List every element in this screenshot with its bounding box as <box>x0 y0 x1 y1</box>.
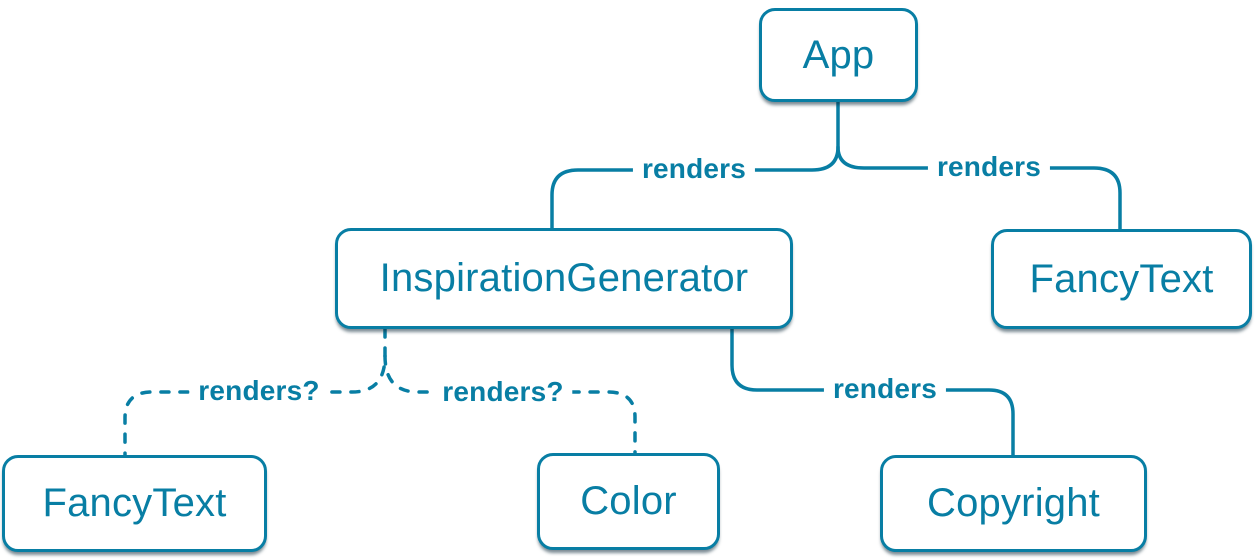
node-color-label: Color <box>580 479 677 523</box>
node-app: App <box>759 8 918 102</box>
node-color: Color <box>537 453 720 550</box>
edge-inspirationgenerator-to-color-dashed <box>383 354 637 455</box>
node-fancy-text-top: FancyText <box>991 229 1252 329</box>
edge-label-renders-fancytext: renders <box>927 149 1051 185</box>
node-fancy-text-top-label: FancyText <box>1029 256 1214 301</box>
edge-inspirationgenerator-to-fancytext-dashed <box>123 327 387 457</box>
node-fancy-text-bottom: FancyText <box>2 455 267 552</box>
edge-app-to-fancytext <box>836 145 1122 231</box>
edge-label-renders-conditional-color: renders? <box>433 374 573 410</box>
node-inspiration-generator-label: InspirationGenerator <box>379 256 749 300</box>
node-copyright-label: Copyright <box>927 481 1100 525</box>
node-app-label: App <box>802 32 875 77</box>
node-fancy-text-bottom-label: FancyText <box>42 481 227 525</box>
edge-label-renders-inspirationgenerator: renders <box>632 151 756 187</box>
node-copyright: Copyright <box>880 455 1147 552</box>
edge-label-renders-copyright: renders <box>823 371 947 407</box>
node-inspiration-generator: InspirationGenerator <box>335 228 793 329</box>
edge-label-renders-conditional-fancytext: renders? <box>189 373 329 409</box>
